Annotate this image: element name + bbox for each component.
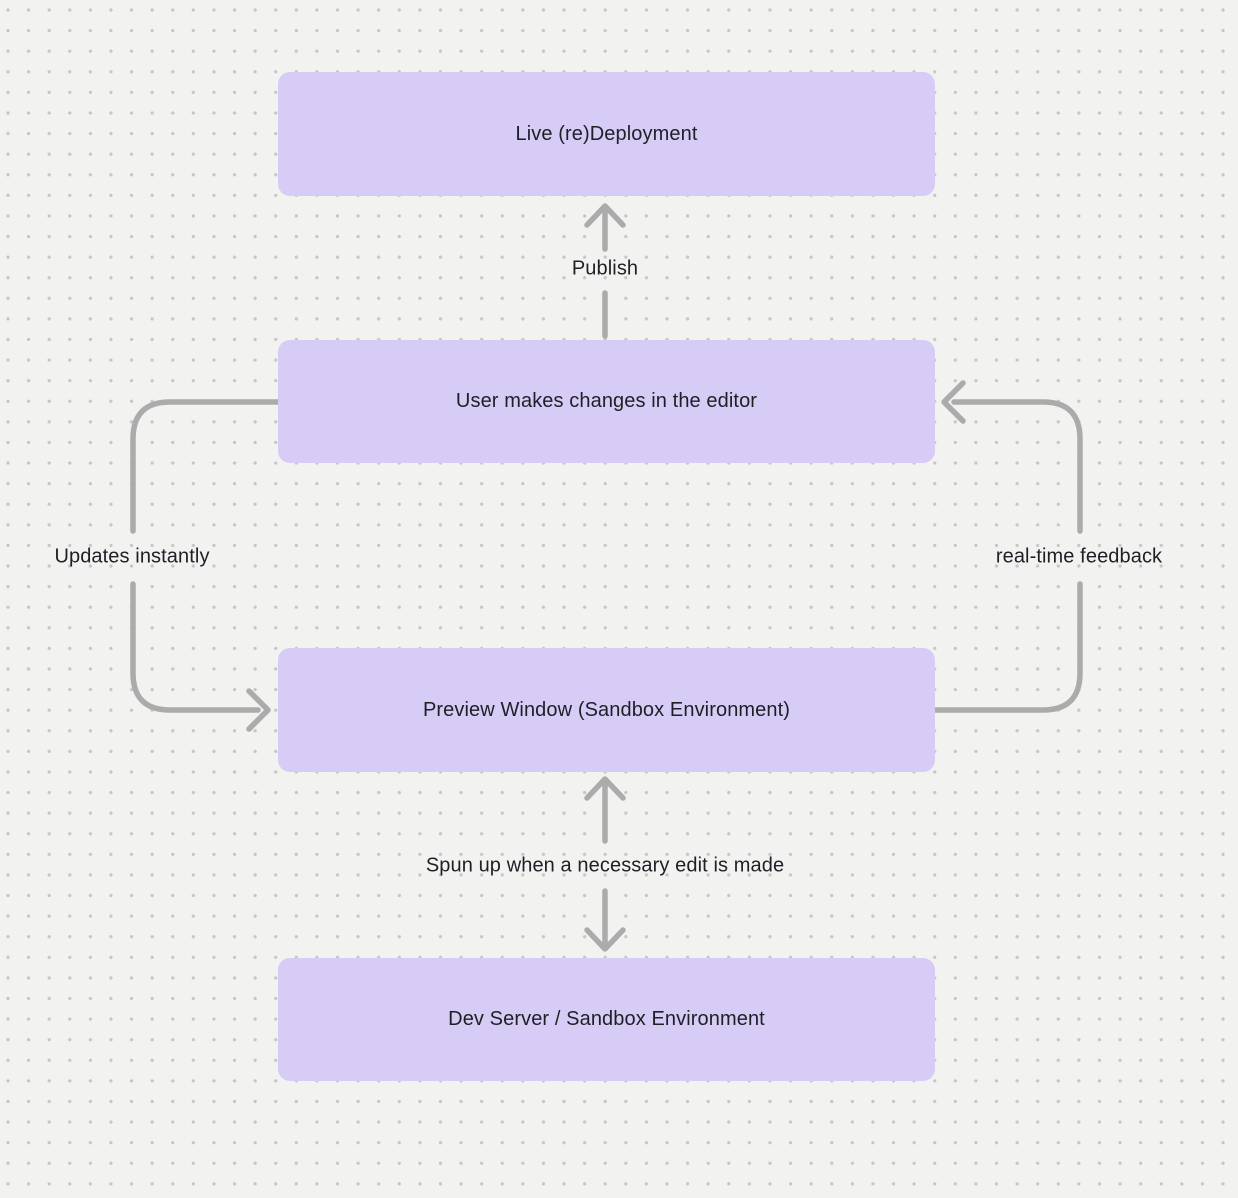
- publish-arrowhead-icon: [584, 203, 626, 228]
- real-time-feedback-arrow-upper: [951, 399, 1083, 534]
- spun-up-arrowhead-down-icon: [584, 927, 626, 952]
- edge-label-real-time-feedback: real-time feedback: [995, 545, 1163, 568]
- real-time-feedback-arrow-lower: [932, 581, 1083, 713]
- spun-up-arrowhead-up-icon: [584, 776, 626, 801]
- node-user-makes-changes[interactable]: User makes changes in the editor: [278, 340, 935, 463]
- node-user-makes-changes-label: User makes changes in the editor: [455, 390, 758, 412]
- updates-instantly-arrow-lower: [130, 581, 261, 713]
- edge-label-spun-up: Spun up when a necessary edit is made: [425, 854, 785, 877]
- updates-instantly-arrowhead-icon: [246, 688, 271, 732]
- node-preview-window[interactable]: Preview Window (Sandbox Environment): [278, 648, 935, 772]
- node-dev-server[interactable]: Dev Server / Sandbox Environment: [278, 958, 935, 1081]
- edge-label-updates-instantly: Updates instantly: [54, 545, 210, 568]
- node-preview-window-label: Preview Window (Sandbox Environment): [422, 698, 791, 721]
- node-dev-server-label: Dev Server / Sandbox Environment: [448, 1008, 765, 1030]
- edge-label-publish: Publish: [571, 257, 639, 280]
- updates-instantly-arrow-upper: [130, 399, 281, 534]
- node-live-redeployment[interactable]: Live (re)Deployment: [278, 72, 935, 196]
- real-time-feedback-arrowhead-icon: [941, 380, 966, 424]
- node-live-redeployment-label: Live (re)Deployment: [515, 122, 698, 145]
